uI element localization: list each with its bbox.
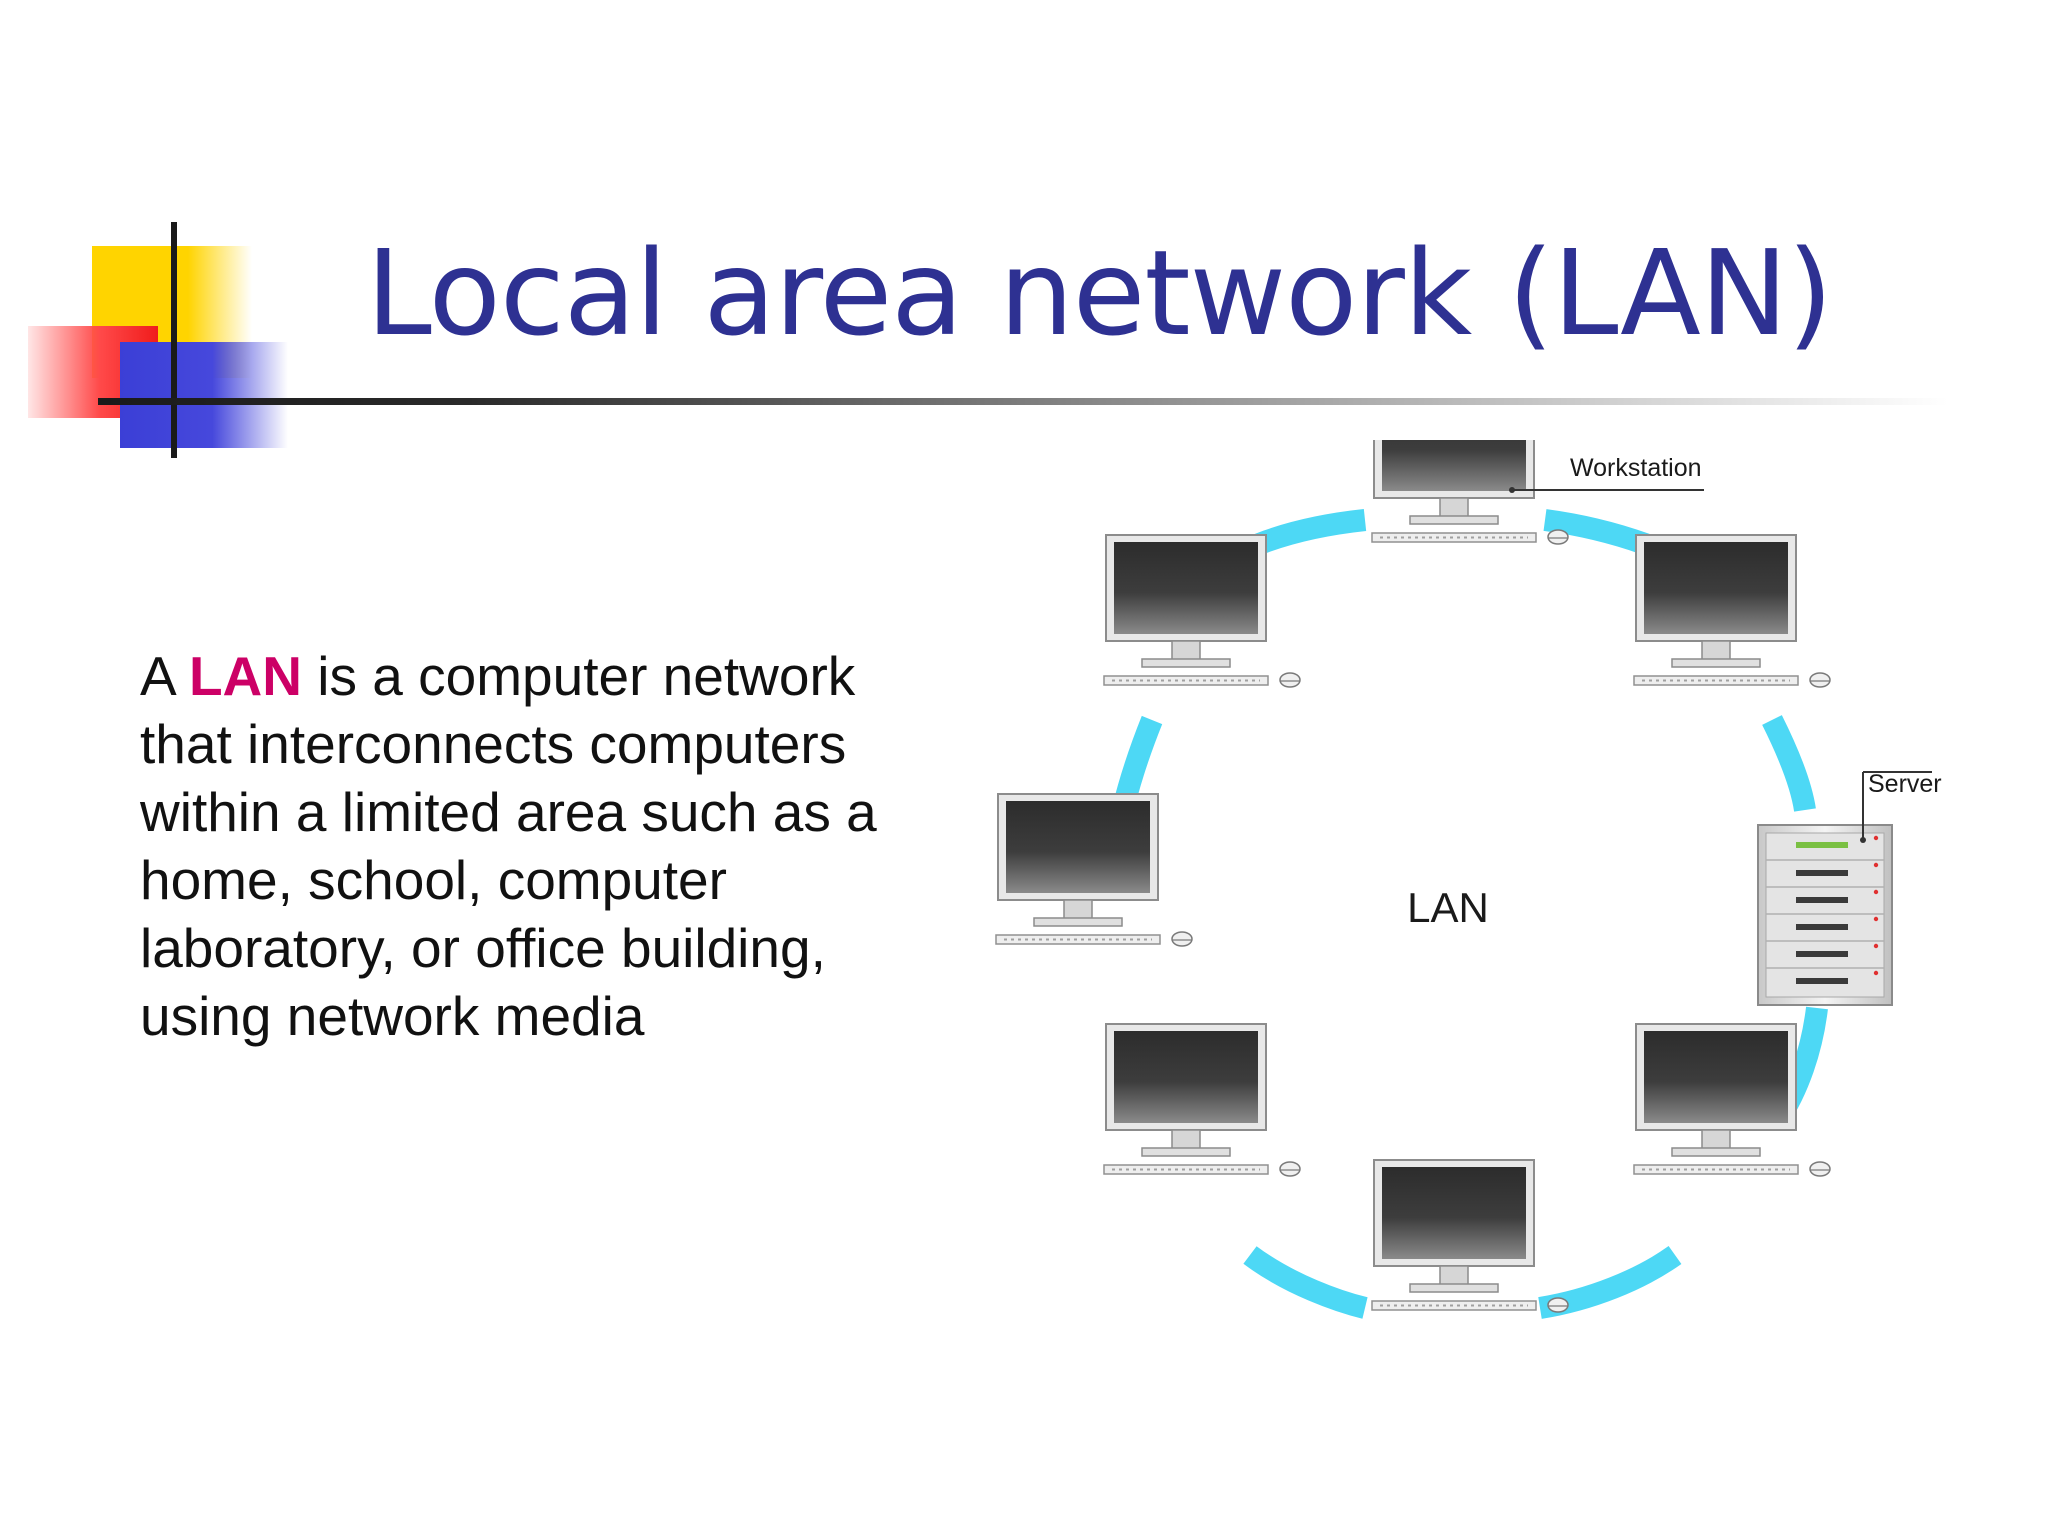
- title-decoration-vertical-line: [171, 222, 177, 458]
- workstation-left: [995, 793, 1193, 947]
- workstation-lower-left: [1103, 1023, 1301, 1177]
- body-suffix: is a computer network that interconnects…: [140, 645, 877, 1047]
- workstation-upper-right: [1633, 534, 1831, 688]
- body-highlight-lan: LAN: [188, 645, 302, 707]
- lan-center-label: LAN: [1407, 884, 1489, 931]
- slide-title: Local area network (LAN): [366, 224, 1833, 362]
- server-tower: [1757, 824, 1893, 1006]
- workstation-callout: Workstation: [1509, 454, 1704, 493]
- workstation-upper-left: [1103, 534, 1301, 688]
- lan-ring-diagram: Workstation Server LAN: [960, 440, 1960, 1400]
- server-label: Server: [1868, 770, 1942, 798]
- server-callout: Server: [1860, 770, 1942, 843]
- title-decoration-blue-square: [120, 342, 288, 448]
- body-paragraph: A LAN is a computer network that interco…: [140, 642, 940, 1050]
- workstation-label: Workstation: [1570, 454, 1702, 482]
- ring-segment: [1243, 1246, 1368, 1319]
- workstation-bottom: [1371, 1159, 1569, 1313]
- workstation-top: [1371, 440, 1569, 545]
- body-prefix: A: [140, 645, 189, 707]
- ring-segment: [1762, 715, 1816, 812]
- title-underline: [98, 398, 1948, 405]
